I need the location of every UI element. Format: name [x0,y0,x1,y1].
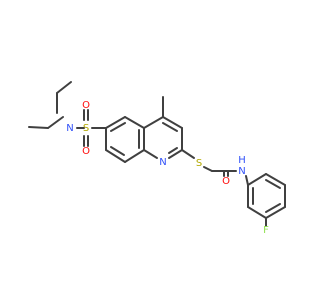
bond [124,149,145,163]
bond [245,175,249,186]
ethyl-groups [28,81,72,129]
bond [105,116,126,129]
bond [105,149,126,163]
bond [56,81,72,94]
bond-inner [110,146,125,156]
atom-label-fluorine: F [263,225,269,236]
bond [265,173,286,186]
bond [143,149,158,159]
bond [47,116,64,129]
atom-label-amide-h: H [238,155,246,166]
bond [247,173,267,186]
bond [247,206,267,219]
quinoline-pyridine-ring [143,96,183,159]
bond [143,116,164,129]
sulfonamide-group [76,109,107,147]
atom-label-thioether-s: S [196,158,202,169]
atom-label-amide-n: N [238,166,245,177]
atom-label-sulfonyl-o-bottom: O [82,146,90,157]
bond-inner [168,147,178,154]
bond [28,126,49,129]
bond [181,149,195,159]
bond [124,116,145,129]
quinoline-benzo-ring [105,116,145,163]
bond [168,149,183,159]
bond [162,116,183,129]
bond-inner [162,122,178,132]
thioacetamide-linker [181,149,249,186]
atom-label-sulfonyl-o-top: O [82,100,90,111]
bond [265,206,286,219]
structure-canvas: N S O O N S O N H F [28,81,286,236]
bond [203,166,213,172]
bond-inner [265,203,281,213]
atom-label-sulfonamide-n: N [66,123,73,134]
bond-inner [265,179,281,189]
bond-inner [110,122,126,132]
atom-label-quinoline-n: N [159,157,166,168]
molecule-diagram: N S O O N S O N H F [28,81,286,236]
atom-label-carbonyl-o: O [222,176,230,187]
fluorophenyl-ring [247,173,286,227]
atom-label-sulfonyl-s: S [83,123,89,134]
